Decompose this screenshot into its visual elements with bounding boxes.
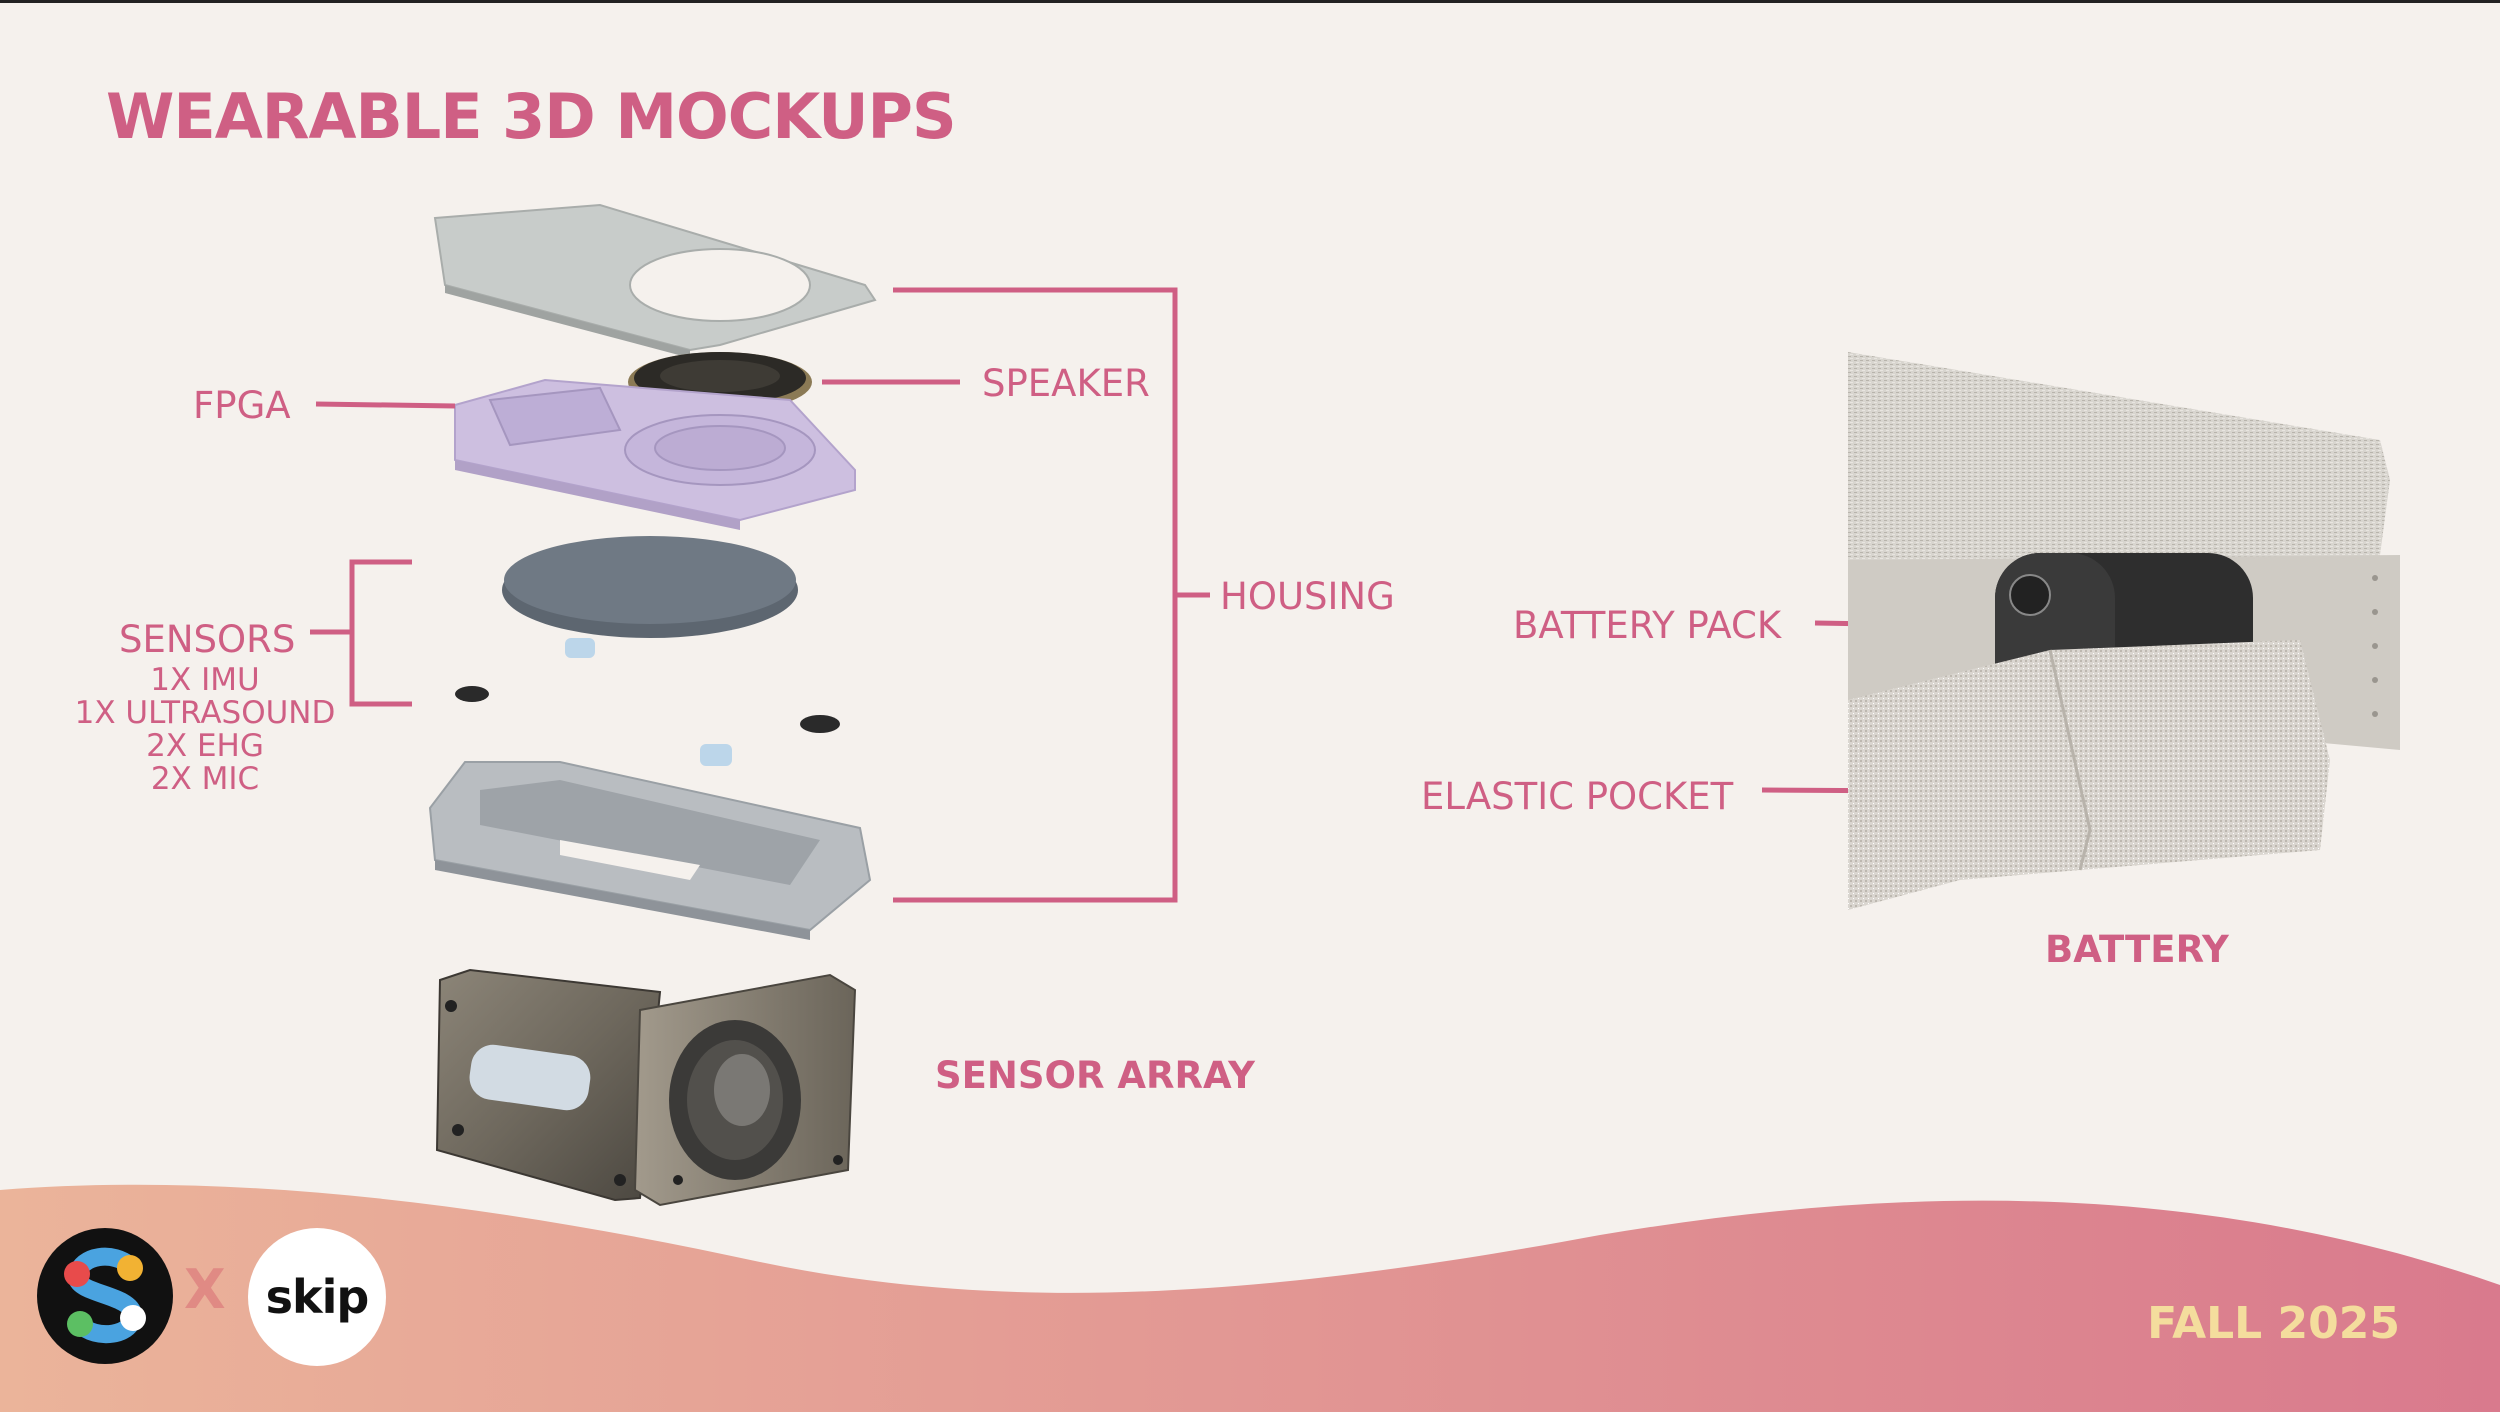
- sensor-array-caption: SENSOR ARRAY: [935, 1054, 1255, 1097]
- fpga-leader: [315, 401, 456, 409]
- sensor-array-window: [469, 1044, 591, 1111]
- footer-wave: [0, 1184, 2500, 1412]
- partner-logo-text: skip: [265, 1270, 370, 1324]
- sensor-detail-imu: 1X IMU: [150, 662, 260, 698]
- fpga-label: FPGA: [193, 384, 291, 427]
- sensor-detail-mic: 2X MIC: [150, 761, 260, 797]
- mic-2: [800, 715, 840, 733]
- collab-x: X: [184, 1258, 226, 1321]
- sensor-detail-ehg: 2X EHG: [146, 728, 264, 764]
- sensor-detail-ultrasound: 1X ULTRASOUND: [74, 695, 336, 731]
- battery-button: [2009, 574, 2051, 616]
- housing-label: HOUSING: [1220, 575, 1395, 618]
- mic-1: [455, 686, 489, 702]
- imu-chip-2: [700, 744, 732, 766]
- fabric-band-top: [1848, 352, 2390, 570]
- battery-caption: BATTERY: [2045, 928, 2229, 971]
- elastic-pocket-label: ELASTIC POCKET: [1421, 775, 1734, 818]
- battery-pack-label: BATTERY PACK: [1513, 604, 1782, 647]
- sensors-label: SENSORS: [119, 618, 296, 661]
- sensor-details: 1X IMU 1X ULTRASOUND 2X EHG 2X MIC: [55, 664, 355, 796]
- lid-hole: [629, 248, 811, 322]
- imu-chip: [565, 638, 595, 658]
- sensors-bracket: [349, 559, 412, 707]
- brand-logo-icon: [37, 1228, 173, 1364]
- speaker-label: SPEAKER: [982, 362, 1150, 405]
- elastic-pocket-shape: [1848, 640, 2330, 910]
- top-rule: [0, 0, 2500, 3]
- season-label: FALL 2025: [2147, 1298, 2400, 1349]
- partner-logo: skip: [248, 1228, 386, 1366]
- page-title: WEARABLE 3D MOCKUPS: [106, 80, 957, 153]
